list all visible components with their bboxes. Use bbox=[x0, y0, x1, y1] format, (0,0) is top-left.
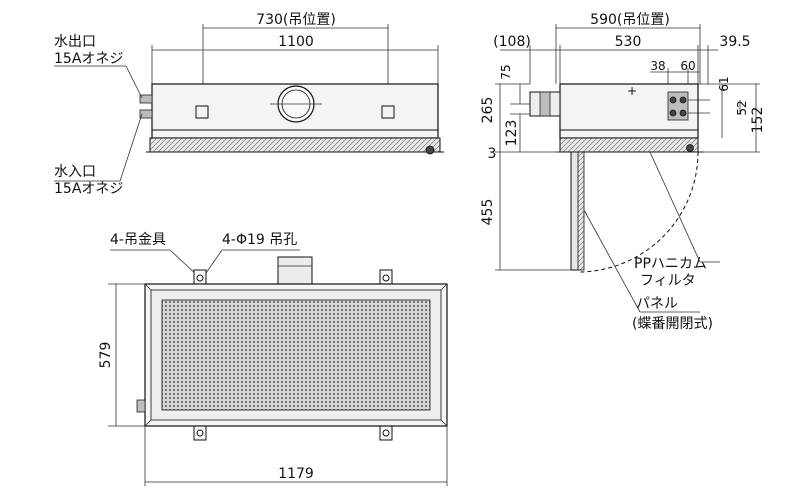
panel-leader bbox=[583, 209, 641, 313]
side-dim-3: 3 bbox=[488, 146, 497, 162]
water-inlet-leader bbox=[119, 113, 143, 182]
water-inlet-thread-label: 15Aオネジ bbox=[54, 181, 123, 197]
filter-label-1: PPハニカム bbox=[634, 256, 707, 272]
dim-hanger-pitch-label: 730(吊位置) bbox=[256, 12, 336, 28]
plan-view: 4-吊金具 4-Φ19 吊孔 579 bbox=[98, 232, 448, 486]
hanger-bracket-label: 4-吊金具 bbox=[110, 232, 166, 248]
side-dim-60: 60 bbox=[680, 59, 695, 73]
side-dim-455: 455 bbox=[480, 199, 496, 226]
side-center-mark: + bbox=[627, 84, 637, 98]
side-dim-offset: (108) bbox=[493, 34, 531, 50]
plan-dim-width: 1179 bbox=[278, 466, 314, 482]
side-dim-75: 75 bbox=[499, 64, 513, 79]
hanger-bracket-leader bbox=[169, 249, 199, 277]
side-water-block bbox=[667, 91, 689, 121]
plan-dim-height: 579 bbox=[98, 342, 114, 369]
side-dim-38: 38 bbox=[650, 59, 665, 73]
dim-width-label: 1100 bbox=[278, 34, 314, 50]
water-inlet-label: 水入口 bbox=[54, 164, 96, 180]
side-dim-depth: 530 bbox=[615, 34, 642, 50]
water-inlet-connector bbox=[139, 109, 153, 119]
honeycomb-filter bbox=[161, 299, 431, 411]
hinge-icon bbox=[425, 145, 435, 155]
side-dim-right: 39.5 bbox=[719, 34, 750, 50]
plan-duct-stub bbox=[277, 256, 313, 286]
filter-label-2: フィルタ bbox=[640, 273, 696, 289]
hanger-point-right bbox=[381, 105, 395, 119]
front-view: 730(吊位置) 1100 水出口 15Aオネジ 水入口 15Aオネジ bbox=[54, 12, 444, 197]
panel-label-2: (蝶番開閉式) bbox=[632, 316, 713, 332]
filter-leader bbox=[649, 151, 701, 263]
water-outlet-label: 水出口 bbox=[54, 34, 96, 50]
side-dim-265: 265 bbox=[480, 97, 496, 124]
hanger-hole-leader bbox=[203, 249, 223, 277]
side-dim-61: 61 bbox=[717, 76, 731, 91]
bottom-grille bbox=[149, 137, 441, 153]
side-view: 590(吊位置) (108) 530 39.5 38 60 + bbox=[480, 12, 766, 332]
panel-swing-arc bbox=[579, 151, 699, 273]
water-outlet-connector bbox=[139, 94, 153, 104]
panel-label-1: パネル bbox=[636, 296, 678, 312]
side-dim-123: 123 bbox=[504, 120, 520, 147]
side-dim-152: 152 bbox=[750, 107, 766, 134]
plan-water-connector bbox=[136, 399, 146, 413]
side-grille bbox=[559, 137, 699, 153]
side-dim-hanger-pitch: 590(吊位置) bbox=[590, 12, 670, 28]
water-outlet-leader bbox=[125, 65, 143, 99]
side-dim-52: 52 bbox=[735, 100, 749, 115]
water-outlet-thread-label: 15Aオネジ bbox=[54, 51, 123, 67]
hanger-hole-label: 4-Φ19 吊孔 bbox=[222, 232, 297, 248]
hanger-point-left bbox=[195, 105, 209, 119]
